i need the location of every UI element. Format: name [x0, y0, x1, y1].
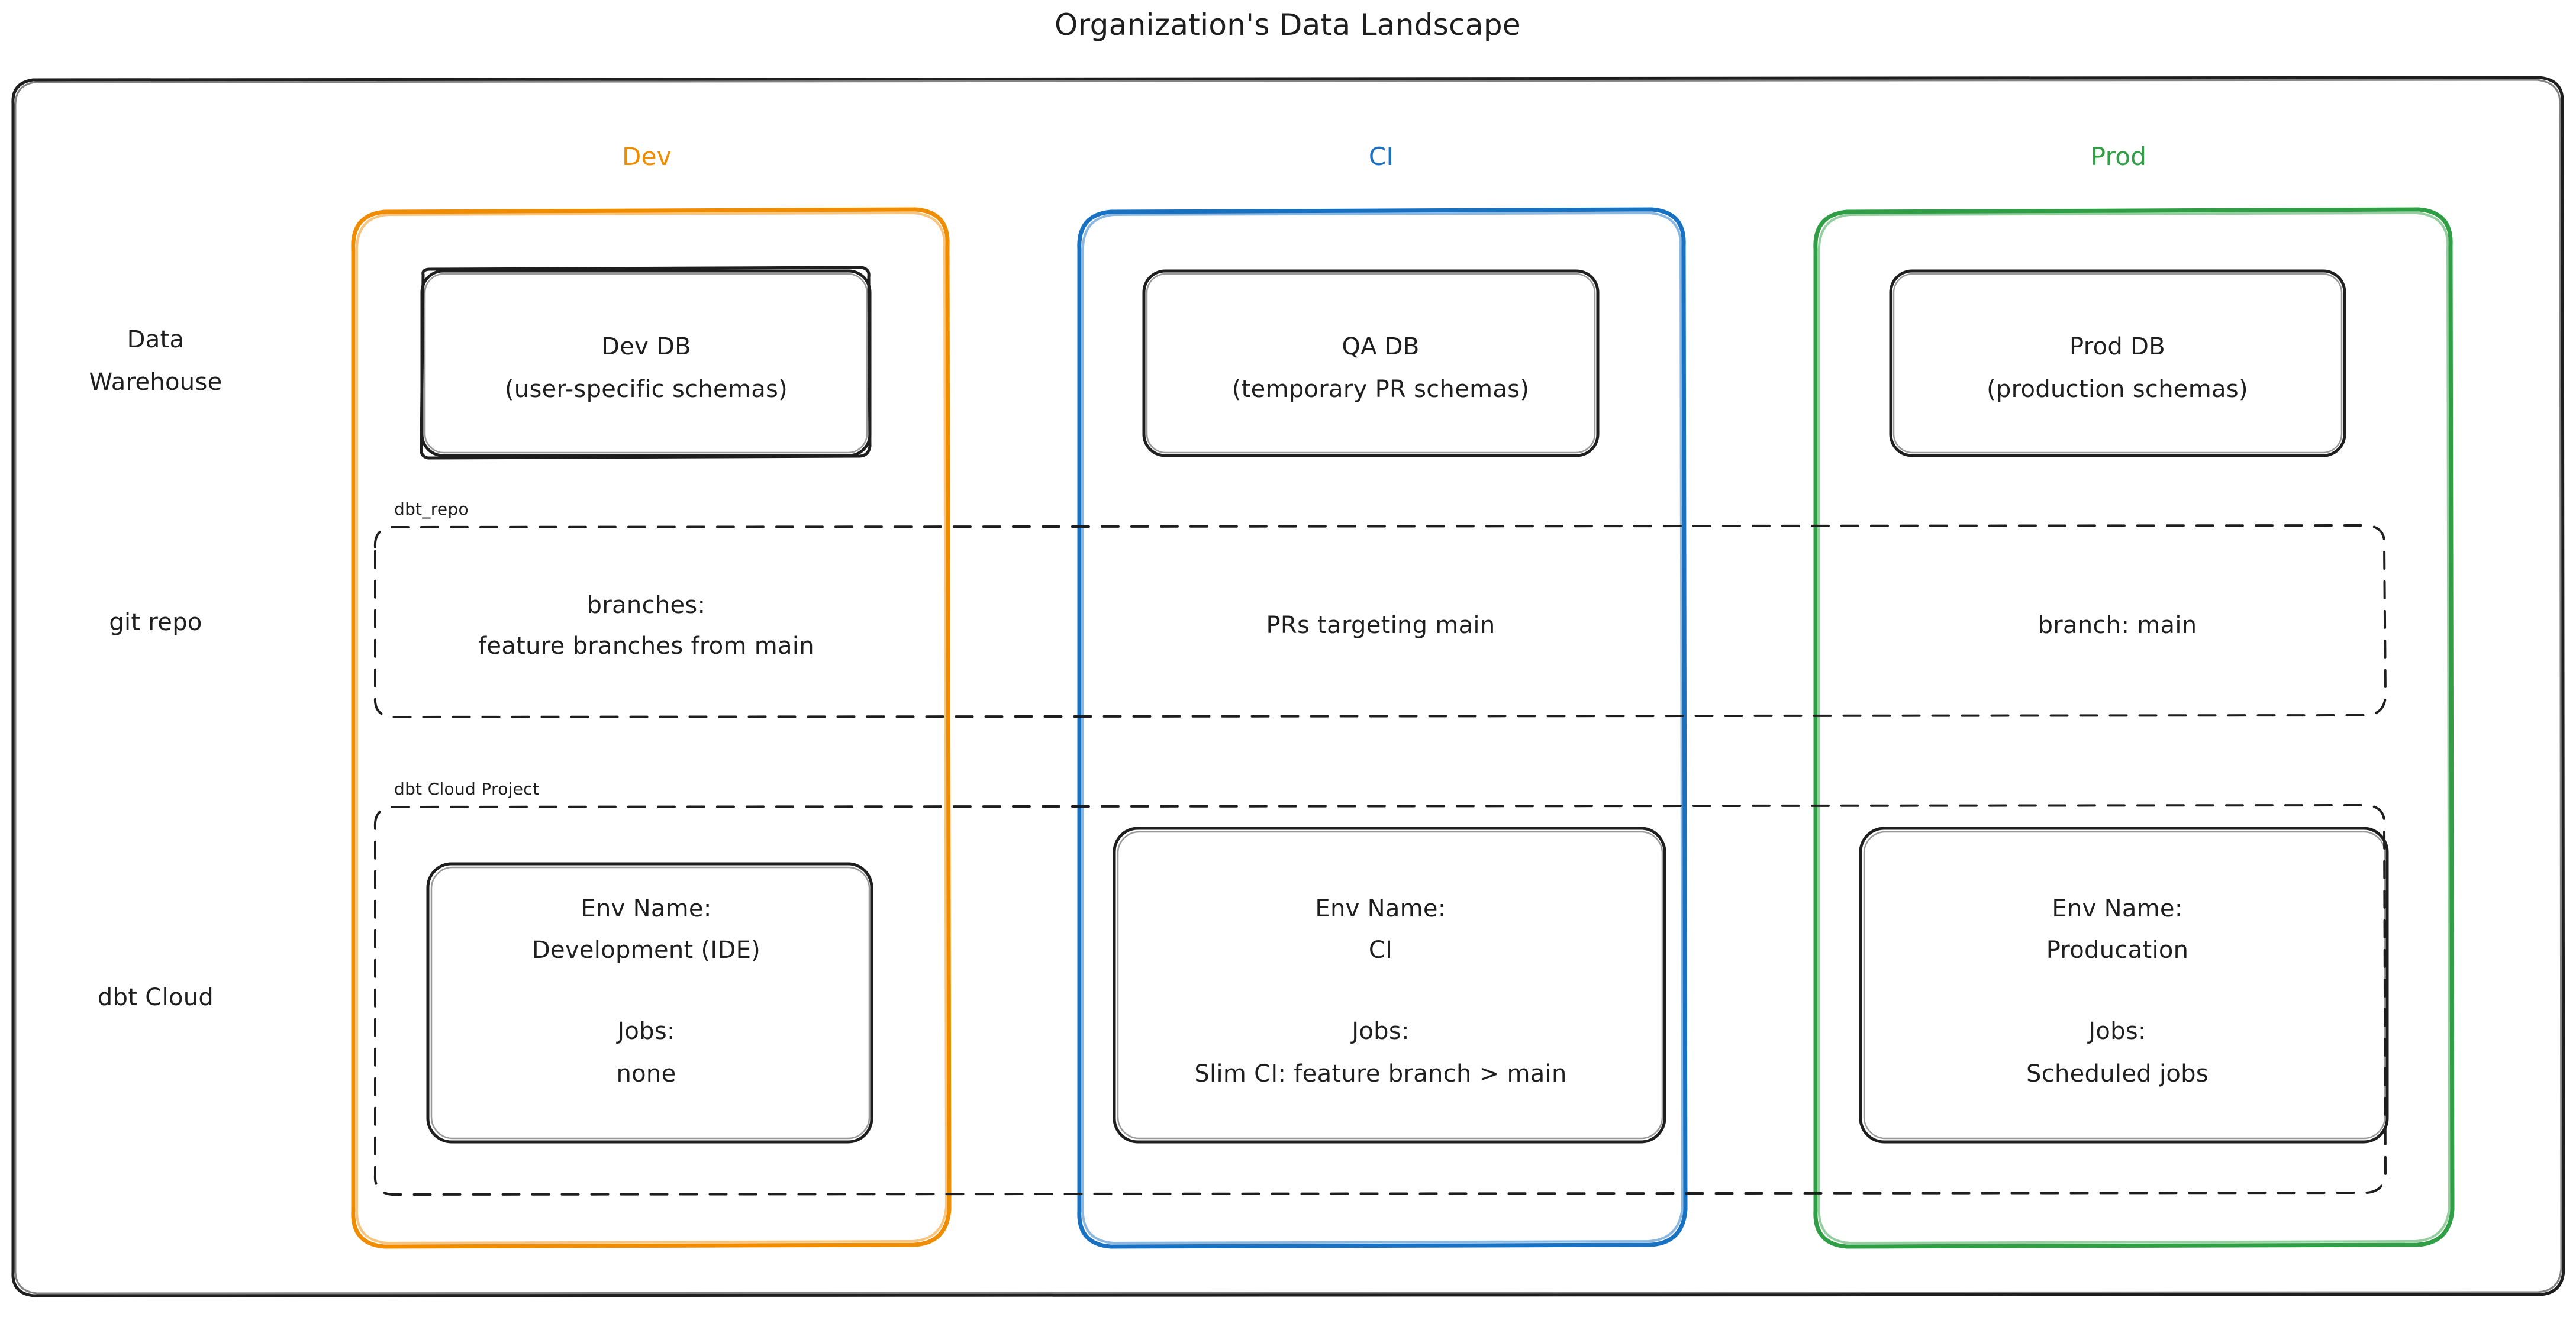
node-dbtcloud-prod-env-label: Env Name: [2052, 895, 2183, 922]
row-label-data-warehouse-line1: Data [127, 326, 185, 353]
node-dbtcloud-dev-jobs-value: none [616, 1060, 676, 1087]
node-prod-db-line1: Prod DB [2069, 333, 2165, 360]
node-dbtcloud-prod-jobs-label: Jobs: [2088, 1018, 2146, 1045]
page-title: Organization's Data Landscape [1055, 8, 1521, 42]
node-dbtcloud-prod-jobs-value: Scheduled jobs [2026, 1060, 2209, 1087]
node-git-prod-line1: branch: main [2037, 612, 2197, 639]
node-dbtcloud-ci-jobs-value: Slim CI: feature branch > main [1194, 1060, 1567, 1087]
node-git-dev-line2: feature branches from main [478, 632, 814, 660]
node-prod-db-line2: (production schemas) [1987, 376, 2248, 403]
column-header-prod: Prod [2090, 142, 2147, 171]
node-dbtcloud-dev-env-value: Development (IDE) [531, 937, 761, 964]
row-label-git-repo: git repo [109, 609, 202, 636]
node-qa-db-line1: QA DB [1342, 333, 1420, 360]
shape-column-dev[interactable] [353, 209, 949, 1247]
node-dbtcloud-ci-env-value: CI [1368, 937, 1393, 964]
shape-column-prod[interactable] [1816, 209, 2452, 1247]
shape-column-ci[interactable] [1079, 209, 1685, 1247]
node-dev-db-line1: Dev DB [601, 333, 691, 360]
row-label-dbt-cloud: dbt Cloud [97, 984, 214, 1011]
node-dbtcloud-prod-env-value: Producation [2046, 937, 2189, 964]
node-dbtcloud-ci-jobs-label: Jobs: [1352, 1018, 1410, 1045]
node-dev-db-line2: (user-specific schemas) [504, 376, 788, 403]
row-label-data-warehouse-line2: Warehouse [89, 369, 223, 396]
column-header-dev: Dev [622, 142, 672, 171]
group-label-dbt-repo: dbt_repo [394, 499, 469, 519]
node-dbtcloud-ci-env-label: Env Name: [1315, 895, 1446, 922]
node-git-ci-line1: PRs targeting main [1266, 612, 1495, 639]
column-header-ci: CI [1368, 142, 1394, 171]
node-dbtcloud-dev-env-label: Env Name: [581, 895, 712, 922]
group-label-dbt-cloud-project: dbt Cloud Project [394, 779, 540, 799]
node-dbtcloud-dev-jobs-label: Jobs: [617, 1018, 675, 1045]
node-qa-db-line2: (temporary PR schemas) [1231, 376, 1530, 403]
node-git-dev-line1: branches: [586, 592, 706, 619]
